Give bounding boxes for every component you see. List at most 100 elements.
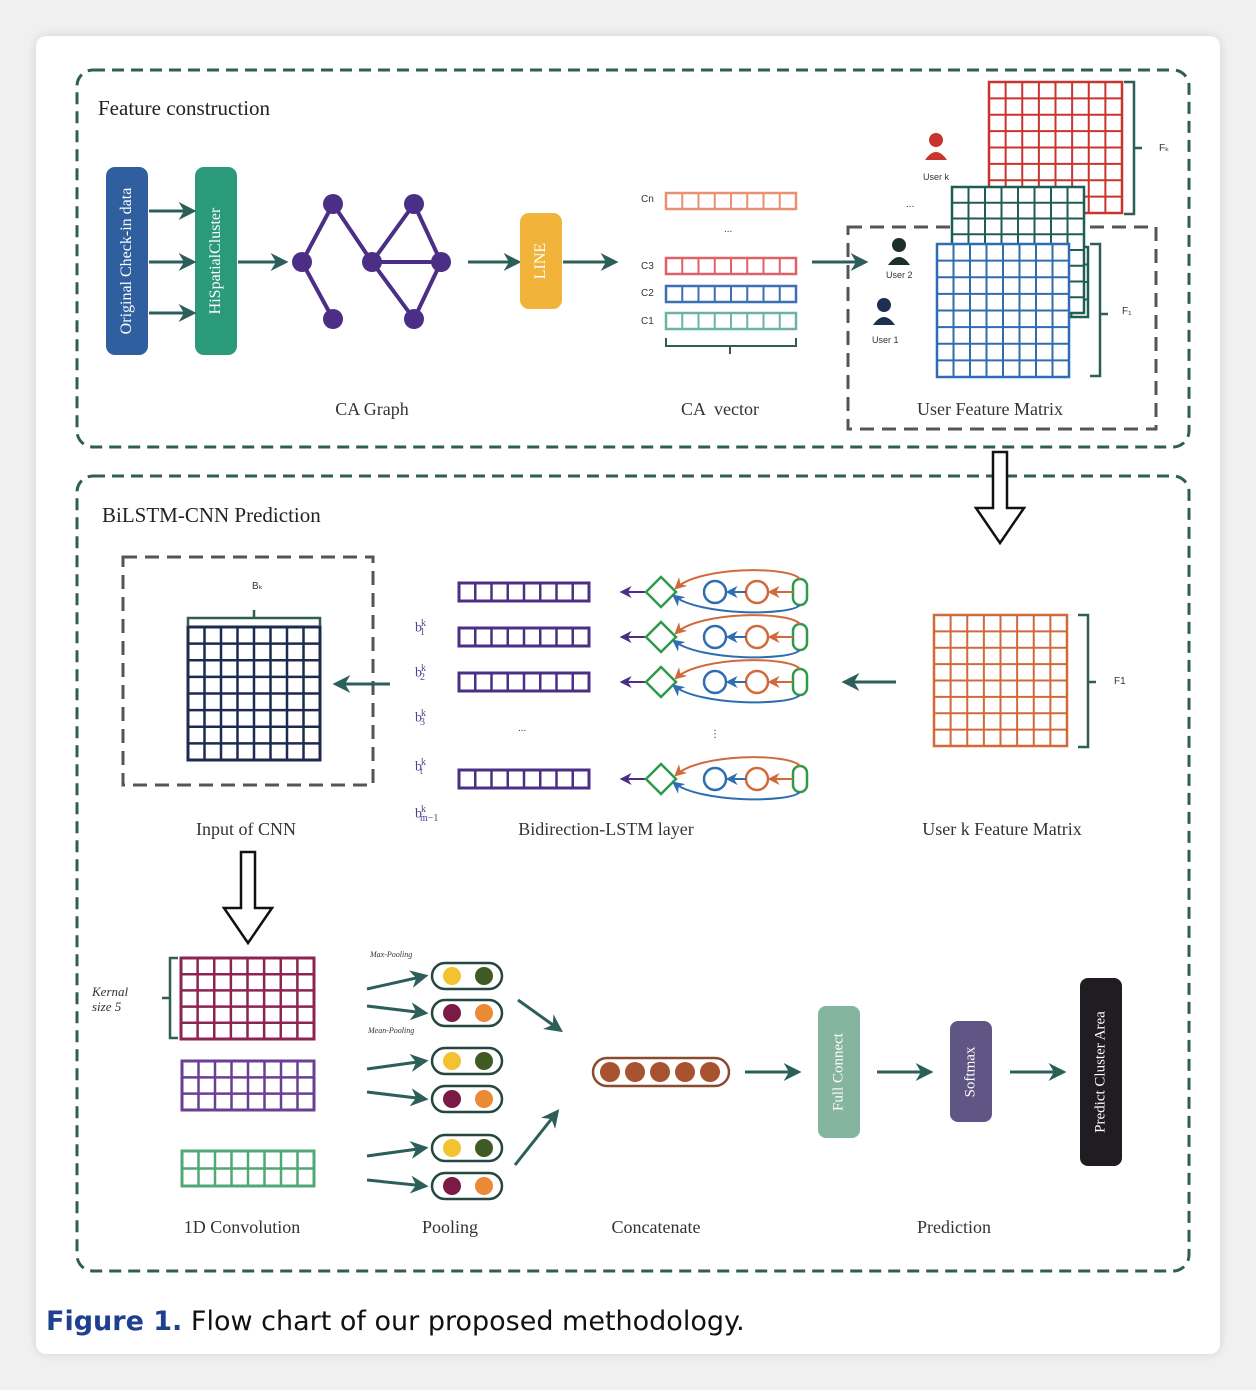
- pool-arrow: [366, 1175, 429, 1194]
- input-cnn-label: Input of CNN: [196, 819, 296, 839]
- pool-dot: [443, 1177, 461, 1195]
- predict-area-box: [1080, 978, 1122, 1166]
- lstm-vector: [457, 768, 591, 790]
- conv1d-label: 1D Convolution: [183, 1217, 301, 1237]
- user-2-icon: [888, 238, 910, 265]
- lstm-vdots: ⋮: [710, 729, 720, 740]
- f1-brace: [1090, 242, 1108, 378]
- lstm-row: [457, 659, 809, 704]
- cnn-input-frame: [121, 555, 375, 787]
- concatenate-label: Concatenate: [611, 1217, 701, 1237]
- f1k-label: F1: [1114, 676, 1126, 687]
- pool-pill: [430, 961, 504, 991]
- lstm-forward-cell: [744, 579, 770, 605]
- users-dots: ...: [906, 199, 915, 210]
- down-arrow-1: [973, 450, 1027, 546]
- prediction-label: Prediction: [917, 1217, 991, 1237]
- concat-dots: [600, 1062, 720, 1082]
- pooling-label: Pooling: [421, 1217, 479, 1237]
- figure-number: Figure 1.: [46, 1306, 183, 1337]
- lstm-row-label: bkt: [415, 757, 426, 778]
- lstm-row: [457, 569, 809, 614]
- pool-arrow: [366, 1002, 429, 1021]
- vector-c1-label: C1: [641, 316, 654, 327]
- pool-arrow: [366, 1054, 429, 1072]
- pool-dot: [475, 1090, 493, 1108]
- bk-label: Bₖ: [252, 581, 263, 592]
- pool-arrow: [366, 1088, 429, 1107]
- vector-cn: [664, 191, 798, 211]
- full-connect-box: [818, 1006, 860, 1138]
- feature-construction-frame: [75, 68, 1191, 449]
- pool-pill: [430, 1046, 504, 1076]
- cnn-input-grid: [186, 625, 322, 762]
- pool-dot: [443, 1004, 461, 1022]
- lstm-diamond: [644, 620, 678, 654]
- conv-grid-green: [180, 1149, 316, 1188]
- pool-pill: [430, 1084, 504, 1114]
- original-checkin-box: [106, 167, 148, 355]
- user-grids: [935, 80, 1124, 379]
- user-k-feature-grid: [932, 613, 1069, 748]
- mean-pooling-label: Mean-Pooling: [368, 1026, 415, 1035]
- lstm-row-label: bkm−1: [415, 804, 439, 825]
- pool-pill: [430, 998, 504, 1028]
- user-1-grid: [935, 242, 1071, 379]
- down-arrow-2: [221, 850, 275, 946]
- pool-pill: [430, 1133, 504, 1163]
- lstm-vector: [457, 671, 591, 693]
- vector-c1: [664, 311, 798, 331]
- lstm-vector: [457, 626, 591, 648]
- predict-area-label: Predict Cluster Area: [1092, 1011, 1109, 1133]
- vector-cn-label: Cn: [641, 194, 654, 205]
- hispatial-label: HiSpatialCluster: [207, 207, 224, 315]
- conv-grid-purple: [180, 1059, 316, 1112]
- kernel-label: Kernal size 5: [92, 984, 129, 1014]
- lstm-diamond: [644, 575, 678, 609]
- lstm-input-pill: [791, 764, 809, 794]
- hispatial-box: [195, 167, 237, 355]
- lstm-row: [457, 756, 809, 801]
- lstm-diamond: [644, 762, 678, 796]
- lstm-dots: ...: [518, 723, 527, 734]
- original-checkin-label: Original Check-in data: [118, 187, 135, 335]
- section-title-bilstm: BiLSTM-CNN Prediction: [102, 503, 321, 527]
- kernel-brace: [162, 956, 178, 1040]
- figure-caption: Figure 1. Flow chart of our proposed met…: [46, 1306, 745, 1337]
- lstm-input-pill: [791, 667, 809, 697]
- lstm-backward-cell: [702, 766, 728, 792]
- lstm-forward-cell: [744, 669, 770, 695]
- softmax-box: [950, 1021, 992, 1122]
- line-box: [520, 213, 562, 309]
- ca-graph-label: CA Graph: [335, 399, 409, 419]
- max-pooling-label: Max-Pooling: [370, 950, 413, 959]
- lstm-row-label: bk1: [415, 618, 426, 639]
- pool-to-concat-arrows: [513, 998, 563, 1166]
- cnn-grid: [186, 625, 322, 762]
- pooling-group: [366, 961, 504, 1201]
- vector-brace: [665, 338, 797, 354]
- user-k-matrix-label: User k Feature Matrix: [922, 819, 1082, 839]
- section-title-feature: Feature construction: [98, 96, 271, 120]
- f1-brace-k: [1078, 613, 1096, 749]
- pool-arrow: [366, 970, 429, 991]
- pool-dot: [475, 1139, 493, 1157]
- user-2-label: User 2: [886, 270, 913, 280]
- lstm-input-pill: [791, 577, 809, 607]
- user-k-matrix-grid: [932, 613, 1069, 748]
- full-connect-label: Full Connect: [830, 1033, 847, 1111]
- fk-label: Fₖ: [1159, 143, 1170, 154]
- checkin-arrows: [149, 202, 289, 322]
- user-k-icon: [925, 133, 947, 160]
- lstm-row-label: bk2: [415, 663, 426, 684]
- ca-graph-nodes: [292, 194, 451, 329]
- pool-dot: [475, 1177, 493, 1195]
- softmax-label: Softmax: [962, 1046, 979, 1098]
- vector-c2-label: C2: [641, 288, 654, 299]
- vector-c3-label: C3: [641, 261, 654, 272]
- pool-dot: [443, 1052, 461, 1070]
- lstm-forward-cell: [744, 624, 770, 650]
- vector-dots: ...: [724, 224, 733, 235]
- pool-pill: [430, 1171, 504, 1201]
- user-1-label: User 1: [872, 335, 899, 345]
